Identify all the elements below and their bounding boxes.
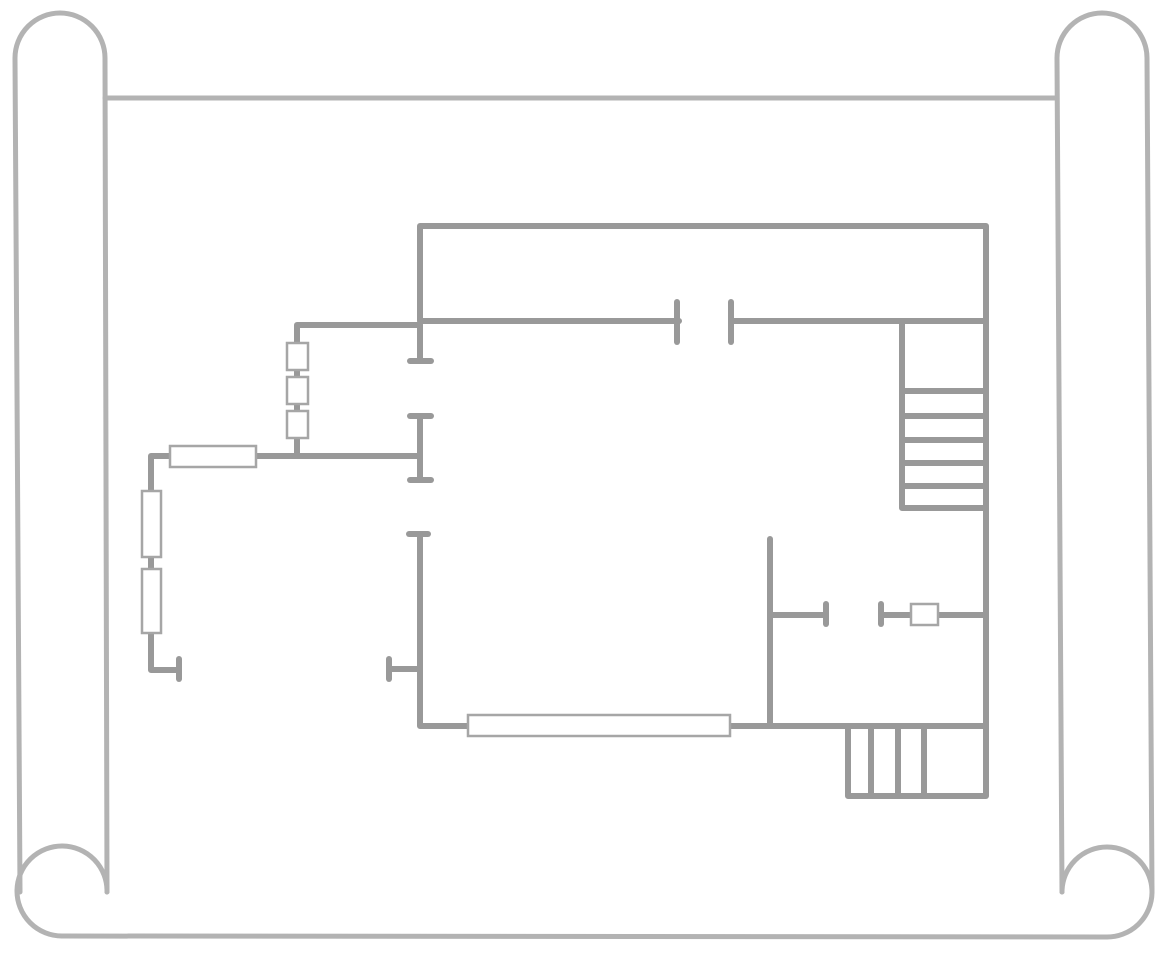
wall-stair-box — [899, 318, 989, 511]
floor-plan-icon — [140, 223, 989, 799]
wall-top-room — [417, 223, 989, 799]
staircase-right — [902, 388, 986, 489]
window — [466, 713, 732, 738]
window — [140, 567, 163, 635]
window — [140, 489, 163, 559]
scroll-left-roll — [12, 10, 110, 895]
window — [285, 375, 310, 406]
wall-left-bottom — [417, 531, 989, 729]
window — [285, 409, 310, 440]
floor-plan-windows — [140, 341, 940, 738]
wall-left-wing-upper — [294, 322, 423, 459]
window — [168, 444, 258, 469]
scroll-right-roll — [1054, 10, 1155, 895]
window — [285, 341, 310, 372]
wall-left-wing-lower — [148, 453, 300, 673]
window — [909, 602, 940, 627]
floor-plan-walls — [148, 223, 989, 799]
scroll-outline — [12, 10, 1155, 940]
scroll-bottom-curl-left — [14, 843, 110, 939]
scroll-bottom-edge — [59, 933, 1109, 940]
scroll-bottom-curl-right — [1059, 844, 1155, 940]
staircase-bottom — [868, 726, 927, 796]
